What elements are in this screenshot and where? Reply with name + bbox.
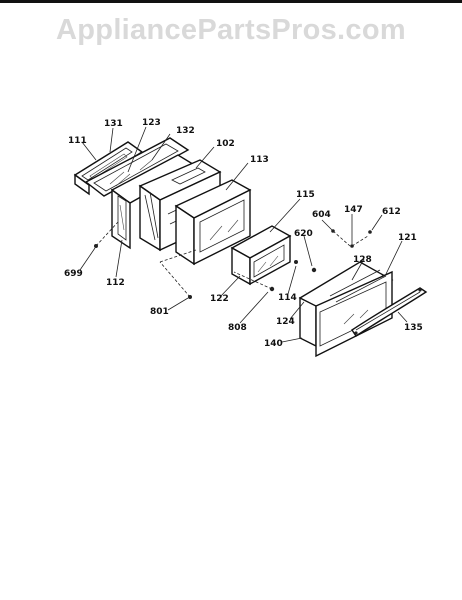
label-122: 122 xyxy=(210,294,229,304)
assembly-lines xyxy=(95,221,369,298)
label-123: 123 xyxy=(142,118,161,128)
watermark-text: AppliancePartsPros.com xyxy=(56,14,406,46)
label-808: 808 xyxy=(228,323,247,333)
label-699: 699 xyxy=(64,269,83,279)
part-135-door-handle xyxy=(351,287,428,337)
label-128: 128 xyxy=(353,255,372,265)
part-620-spacer xyxy=(311,267,317,273)
top-edge-line xyxy=(0,0,462,3)
label-112: 112 xyxy=(106,278,125,288)
part-140-outer-door xyxy=(298,261,394,358)
label-114: 114 xyxy=(278,293,297,303)
label-801: 801 xyxy=(150,307,169,317)
label-113: 113 xyxy=(250,155,269,165)
part-112-inner-glass xyxy=(110,154,198,250)
label-132: 132 xyxy=(176,126,195,136)
label-135: 135 xyxy=(404,323,423,333)
label-121: 121 xyxy=(398,233,417,243)
part-labels: 111 131 123 132 102 113 115 604 147 612 … xyxy=(64,118,423,349)
part-115-window-pack xyxy=(230,225,292,286)
label-115: 115 xyxy=(296,190,315,200)
label-612: 612 xyxy=(382,207,401,217)
label-140: 140 xyxy=(264,339,283,349)
part-132-window-frame xyxy=(84,137,190,197)
label-131: 131 xyxy=(104,119,123,129)
label-124: 124 xyxy=(276,317,295,327)
part-114-clip xyxy=(294,260,298,264)
leader-lines xyxy=(79,126,408,343)
label-620: 620 xyxy=(294,229,313,239)
screw-612 xyxy=(368,230,372,234)
label-111: 111 xyxy=(68,136,87,146)
label-102: 102 xyxy=(216,139,235,149)
part-113-inner-panel xyxy=(174,179,252,266)
label-147: 147 xyxy=(344,205,363,215)
label-604: 604 xyxy=(312,210,331,220)
